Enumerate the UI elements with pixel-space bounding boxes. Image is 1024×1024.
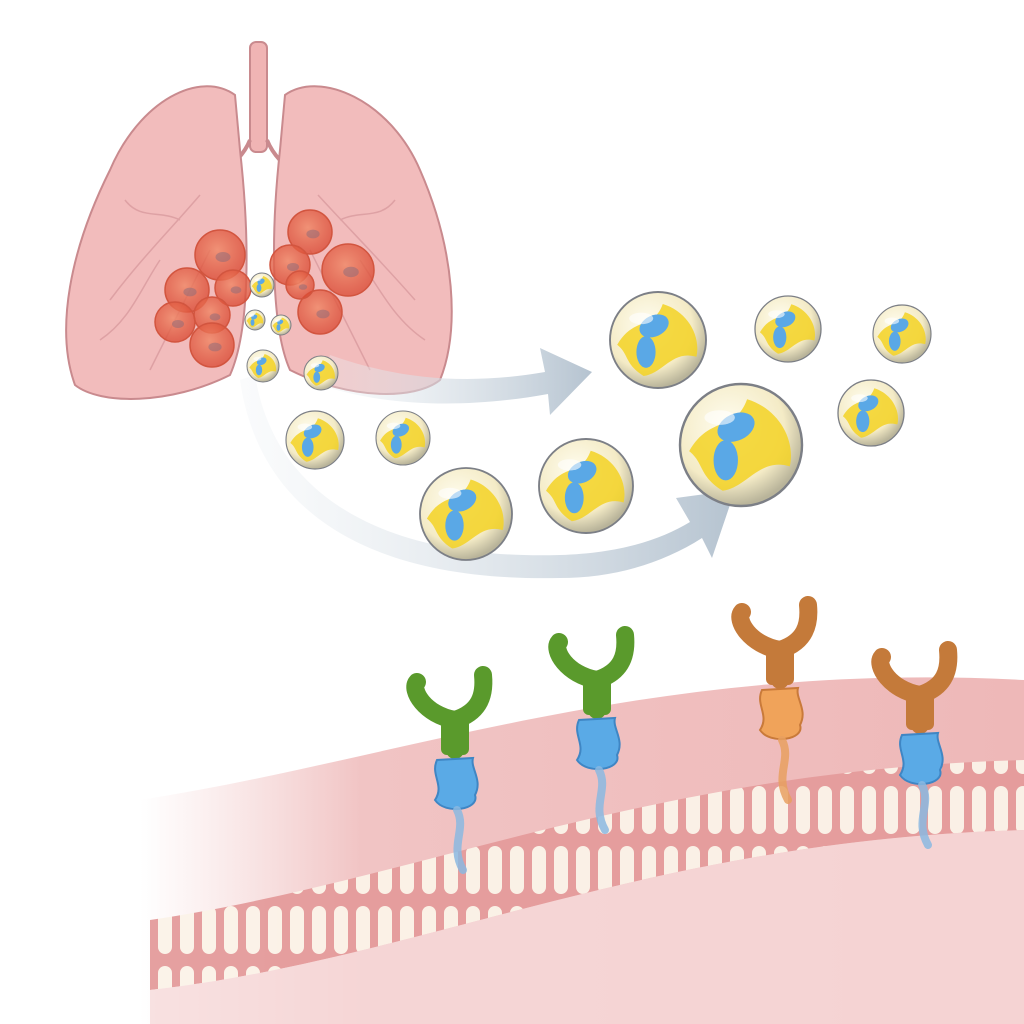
lung-veins [99, 194, 426, 371]
inflamed-cell-icon [287, 209, 333, 255]
inflamed-cell-icon [189, 322, 235, 368]
inflamed-cell-icon [164, 267, 210, 313]
particle-icon [754, 295, 822, 363]
lower-arrow-icon [240, 375, 735, 579]
inflamed-cell-icon [297, 289, 343, 335]
trachea [249, 41, 268, 153]
particle-icon [419, 467, 513, 561]
particle-icon [375, 410, 431, 466]
particle-icon [244, 309, 266, 331]
particles [244, 272, 932, 561]
particle-icon [270, 314, 292, 336]
inflamed-cell-icon [321, 243, 375, 297]
cell-membrane-icon [140, 677, 1024, 1024]
inflamed-cell-icon [214, 269, 252, 307]
inflamed-cell-icon [154, 301, 196, 343]
particle-icon [246, 349, 280, 383]
particle-icon [872, 304, 932, 364]
inflamed-cell-cluster [154, 209, 375, 368]
inflamed-cell-icon [285, 270, 315, 300]
particle-icon [303, 355, 339, 391]
particle-icon [837, 379, 905, 447]
lungs-icon [65, 41, 453, 400]
receptor-icon [548, 626, 635, 834]
lipid-bilayer [150, 760, 1024, 990]
upper-arrow-icon [320, 348, 592, 415]
receptor-icon [731, 596, 818, 804]
particle-icon [285, 410, 345, 470]
particle-icon [538, 438, 634, 534]
receptor-icon [406, 666, 493, 874]
particle-icon [609, 291, 707, 389]
receptors [406, 596, 958, 874]
inflamed-cell-icon [193, 296, 231, 334]
receptor-icon [871, 641, 958, 849]
particle-icon [678, 382, 804, 508]
particle-icon [249, 272, 275, 298]
